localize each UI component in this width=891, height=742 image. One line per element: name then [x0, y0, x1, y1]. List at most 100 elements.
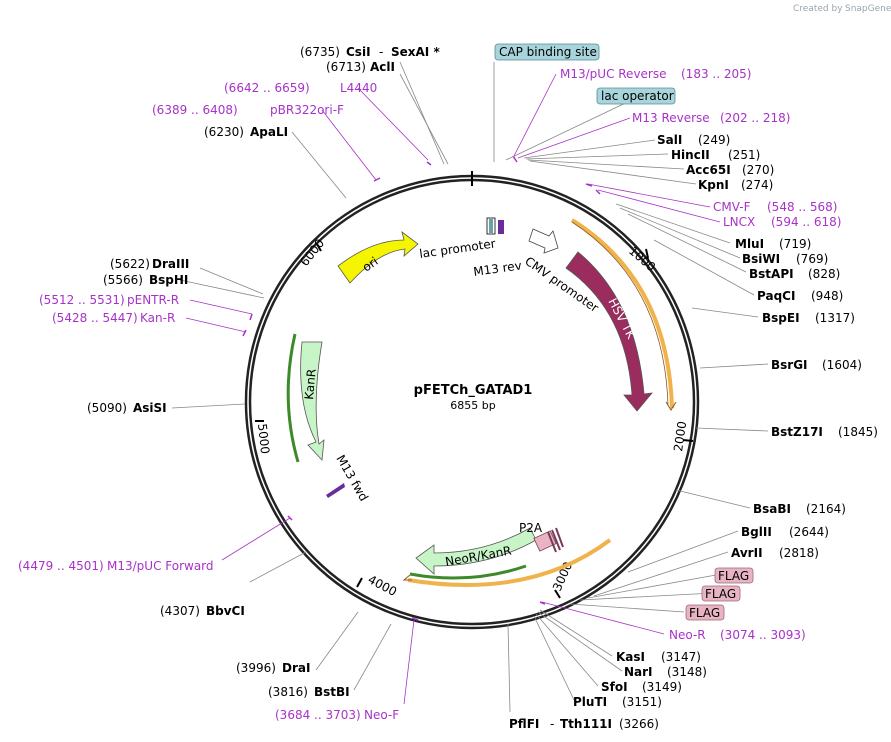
- orange-arc-right: [570, 218, 674, 409]
- feature-p2a[interactable]: P2A: [519, 521, 564, 553]
- tick-mark-1000: [645, 248, 649, 259]
- bstapi-pos: (828): [808, 267, 840, 281]
- site-bsiwi[interactable]: BsiWI (769): [742, 252, 828, 266]
- flag2-box: [701, 585, 741, 602]
- primer-pbr322ori-f[interactable]: (6389 .. 6408) pBR322ori-F: [152, 103, 344, 117]
- m13-reverse-range: (202 .. 218): [720, 111, 790, 125]
- box-flag-1[interactable]: FLAG: [714, 567, 754, 584]
- bbvci-name: BbvCI: [206, 604, 245, 618]
- site-mlui[interactable]: MluI (719): [735, 237, 811, 251]
- site-paqci[interactable]: PaqCI (948): [757, 289, 843, 303]
- watermark-created-by: Created by: [793, 4, 843, 14]
- site-asisi[interactable]: (5090) AsiSI: [87, 401, 167, 415]
- primer-m13puc-forward[interactable]: (4479 .. 4501) M13/pUC Forward: [18, 559, 214, 573]
- tick-label-1000: 1000: [626, 244, 658, 275]
- leader-pentr: [189, 299, 253, 315]
- primer-cmv-f[interactable]: CMV-F (548 .. 568): [713, 200, 837, 214]
- site-drai[interactable]: (3996) DraI: [236, 661, 310, 675]
- plasmid-name: pFETCh_GATAD1: [414, 383, 533, 398]
- csii-name: CsiI: [346, 45, 371, 59]
- leader-l4440: [357, 87, 429, 161]
- m13puc-rev-name: M13/pUC Reverse: [560, 67, 667, 81]
- apali-pos: (6230): [204, 125, 244, 139]
- site-bsphi[interactable]: (5566) BspHI: [103, 273, 188, 287]
- site-bstapi[interactable]: BstAPI (828): [749, 267, 840, 281]
- leader-mlui: [615, 203, 731, 244]
- site-acc65i[interactable]: Acc65I (270): [686, 163, 774, 177]
- feature-lac-promoter-block[interactable]: lac promoter M13 rev: [418, 217, 523, 279]
- bspei-name: BspEI: [762, 311, 800, 325]
- leader-m13puc-rev: [513, 73, 557, 157]
- site-bstbi[interactable]: (3816) BstBI: [268, 685, 350, 699]
- site-bbvci[interactable]: (4307) BbvCI: [160, 604, 245, 618]
- mark-pentr: [249, 313, 253, 321]
- site-pluti[interactable]: PluTI (3151): [573, 695, 662, 709]
- site-nari[interactable]: NarI (3148): [624, 665, 707, 679]
- leader-bstapi: [627, 213, 747, 273]
- primer-neo-r[interactable]: Neo-R (3074 .. 3093): [669, 628, 806, 642]
- site-bspei[interactable]: BspEI (1317): [762, 311, 855, 325]
- kpni-name: KpnI: [698, 178, 729, 192]
- mark-neof: [411, 617, 419, 621]
- site-pflfi[interactable]: PflFI - Tth111I (3266): [509, 717, 659, 731]
- primer-m13puc-reverse[interactable]: M13/pUC Reverse (183 .. 205): [560, 67, 751, 81]
- avrii-pos: (2818): [779, 546, 819, 560]
- cmv-promoter-arrow: [528, 228, 559, 254]
- box-flag-3[interactable]: FLAG: [685, 604, 725, 621]
- neor-arrow: [415, 527, 537, 575]
- primer-pentr-r[interactable]: (5512 .. 5531) pENTR-R: [39, 293, 179, 307]
- site-bglii[interactable]: BglII (2644): [741, 525, 829, 539]
- leader-acli: [399, 73, 449, 165]
- nari-pos: (3148): [667, 665, 707, 679]
- neof-range: (3684 .. 3703): [275, 708, 361, 722]
- site-apali[interactable]: (6230) ApaLI: [204, 125, 288, 139]
- primer-l4440[interactable]: (6642 .. 6659) L4440: [224, 81, 377, 95]
- site-bsrgi[interactable]: BsrGI (1604): [771, 358, 862, 372]
- mark-pbr322: [373, 177, 381, 182]
- primer-neo-f[interactable]: (3684 .. 3703) Neo-F: [275, 708, 399, 722]
- cap-label: CAP binding site: [499, 45, 597, 59]
- primer-lncx[interactable]: LNCX (594 .. 618): [723, 215, 841, 229]
- hincii-pos: (251): [728, 148, 760, 162]
- draiii-pos: (5622): [110, 257, 150, 271]
- feature-kanr[interactable]: KanR: [286, 333, 325, 463]
- site-bsabi[interactable]: BsaBI (2164): [753, 502, 846, 516]
- bsrgi-name: BsrGI: [771, 358, 808, 372]
- flag3-label: FLAG: [689, 606, 720, 620]
- feature-m13-fwd[interactable]: M13 fwd: [326, 453, 371, 504]
- primer-kan-r[interactable]: (5428 .. 5447) Kan-R: [52, 311, 175, 325]
- m13-fwd-label: M13 fwd: [333, 453, 371, 504]
- pflfi-pos: (3266): [619, 717, 659, 731]
- bsabi-name: BsaBI: [753, 502, 791, 516]
- site-csii[interactable]: (6735) CsiI - SexAI *: [300, 45, 440, 59]
- site-bstz17i[interactable]: BstZ17I (1845): [771, 425, 878, 439]
- primer-m13-reverse[interactable]: M13 Reverse (202 .. 218): [632, 111, 790, 125]
- bsiwi-name: BsiWI: [742, 252, 780, 266]
- leader-kasi: [539, 609, 613, 657]
- kanr-arrow: [300, 341, 325, 461]
- site-hincii[interactable]: HincII (251): [671, 148, 760, 162]
- site-acli[interactable]: (6713) AclI: [326, 60, 395, 74]
- site-kpni[interactable]: KpnI (274): [698, 178, 773, 192]
- kanr-primer-range: (5428 .. 5447): [52, 311, 138, 325]
- kpni-pos: (274): [741, 178, 773, 192]
- csii-pos: (6735): [300, 45, 340, 59]
- site-sfoi[interactable]: SfoI (3149): [601, 680, 682, 694]
- mark-l4440: [426, 161, 432, 166]
- site-kasi[interactable]: KasI (3147): [616, 650, 701, 664]
- box-flag-2[interactable]: FLAG: [701, 585, 741, 602]
- box-cap-binding-site[interactable]: CAP binding site: [494, 43, 600, 61]
- mark-neor: [539, 601, 546, 605]
- site-sali[interactable]: SalI (249): [657, 133, 730, 147]
- feature-hsv-tk[interactable]: HSV TK: [565, 251, 653, 412]
- feature-neor-kanr[interactable]: NeoR/KanR: [409, 527, 537, 580]
- sexai-name: SexAI *: [391, 45, 440, 59]
- sali-pos: (249): [698, 133, 730, 147]
- feature-ori[interactable]: ori: [337, 231, 419, 284]
- site-avrii[interactable]: AvrII (2818): [731, 546, 819, 560]
- leader-acc65i: [527, 159, 685, 170]
- box-lac-operator[interactable]: lac operator: [596, 87, 676, 105]
- drai-pos: (3996): [236, 661, 276, 675]
- site-draiii[interactable]: (5622) DraIII: [110, 257, 189, 271]
- l4440-name: L4440: [340, 81, 377, 95]
